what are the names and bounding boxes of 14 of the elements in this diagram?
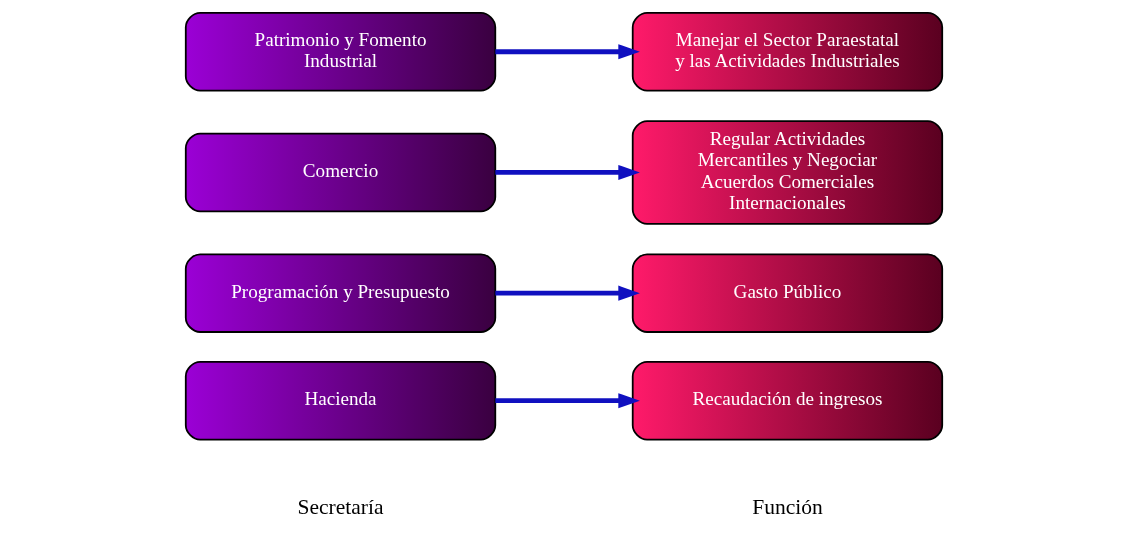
label: Secretaría (297, 494, 383, 519)
arrow (494, 393, 640, 409)
arrow (494, 164, 640, 180)
node-box: Regular Actividades Mercantiles y Negociar Acuerdos Comerciales Internacionales (631, 120, 943, 225)
node-box: Comercio (184, 132, 496, 213)
node-box: Gasto Público (631, 253, 943, 333)
node-box: Hacienda (184, 360, 496, 441)
label: Función (751, 494, 823, 519)
node-box: Patrimonio y Fomento Industrial (184, 12, 496, 92)
arrow (494, 44, 640, 60)
node-box: Programación y Presupuesto (184, 253, 496, 333)
arrow (494, 285, 640, 301)
node-box: Recaudación de ingresos (631, 360, 943, 441)
node-box: Manejar el Sector Paraestatal y las Actividades Industriales (631, 12, 943, 92)
